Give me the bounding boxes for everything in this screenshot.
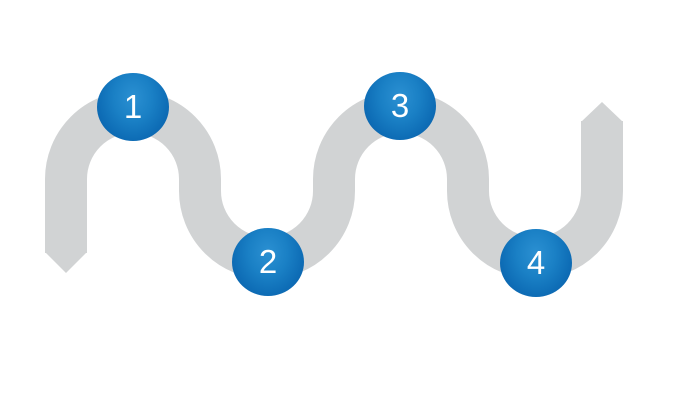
step-circle-4: 4 (500, 229, 572, 297)
step-circle-1: 1 (97, 73, 169, 141)
step-3-label: 3 (390, 86, 410, 124)
path-end-point-up-icon (581, 102, 623, 122)
step-circle-2: 2 (232, 228, 304, 296)
step-4-label: 4 (526, 243, 546, 281)
wave-path (45, 91, 623, 279)
path-start-point-down-icon (45, 252, 87, 273)
step-2-label: 2 (258, 242, 278, 280)
step-1-label: 1 (123, 87, 143, 125)
step-circle-3: 3 (364, 72, 436, 140)
